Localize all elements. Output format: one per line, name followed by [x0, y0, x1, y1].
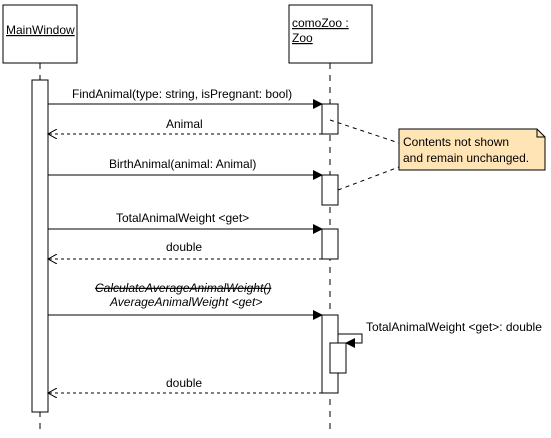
participant-mainwindow-label: MainWindow: [6, 23, 75, 37]
message-birth-animal-label: BirthAnimal(animal: Animal): [109, 157, 256, 171]
note: Contents not shown and remain unchanged.: [398, 128, 546, 171]
return-double-label-2: double: [166, 376, 202, 390]
activation-comozoo-2: [321, 174, 339, 206]
activation-comozoo-nested: [329, 342, 347, 374]
participant-mainwindow: MainWindow: [2, 4, 78, 64]
participant-comozoo: comoZoo : Zoo: [288, 4, 373, 64]
message-total-weight-label: TotalAnimalWeight <get>: [116, 211, 249, 225]
message-calc-average-deleted-label: CalculateAverageAnimalWeight(): [95, 281, 271, 295]
message-find-animal-label: FindAnimal(type: string, isPregnant: boo…: [72, 87, 292, 101]
activation-comozoo-3: [321, 228, 339, 260]
note-connector-bottom: [337, 166, 400, 191]
activation-comozoo-1: [321, 103, 339, 135]
message-average-weight-label: AverageAnimalWeight <get>: [109, 295, 262, 309]
return-animal-label: Animal: [166, 117, 203, 131]
return-double-label-1: double: [166, 240, 202, 254]
note-text-line-1: Contents not shown: [403, 135, 509, 149]
self-call-label: TotalAnimalWeight <get>: double: [366, 320, 542, 334]
participant-comozoo-label-2: Zoo: [292, 31, 313, 45]
self-call-arrow: [338, 333, 363, 348]
participant-comozoo-label-1: comoZoo :: [292, 16, 349, 30]
activation-mainwindow: [31, 79, 49, 413]
note-connector-top: [329, 119, 400, 144]
note-text-line-2: and remain unchanged.: [403, 151, 529, 165]
